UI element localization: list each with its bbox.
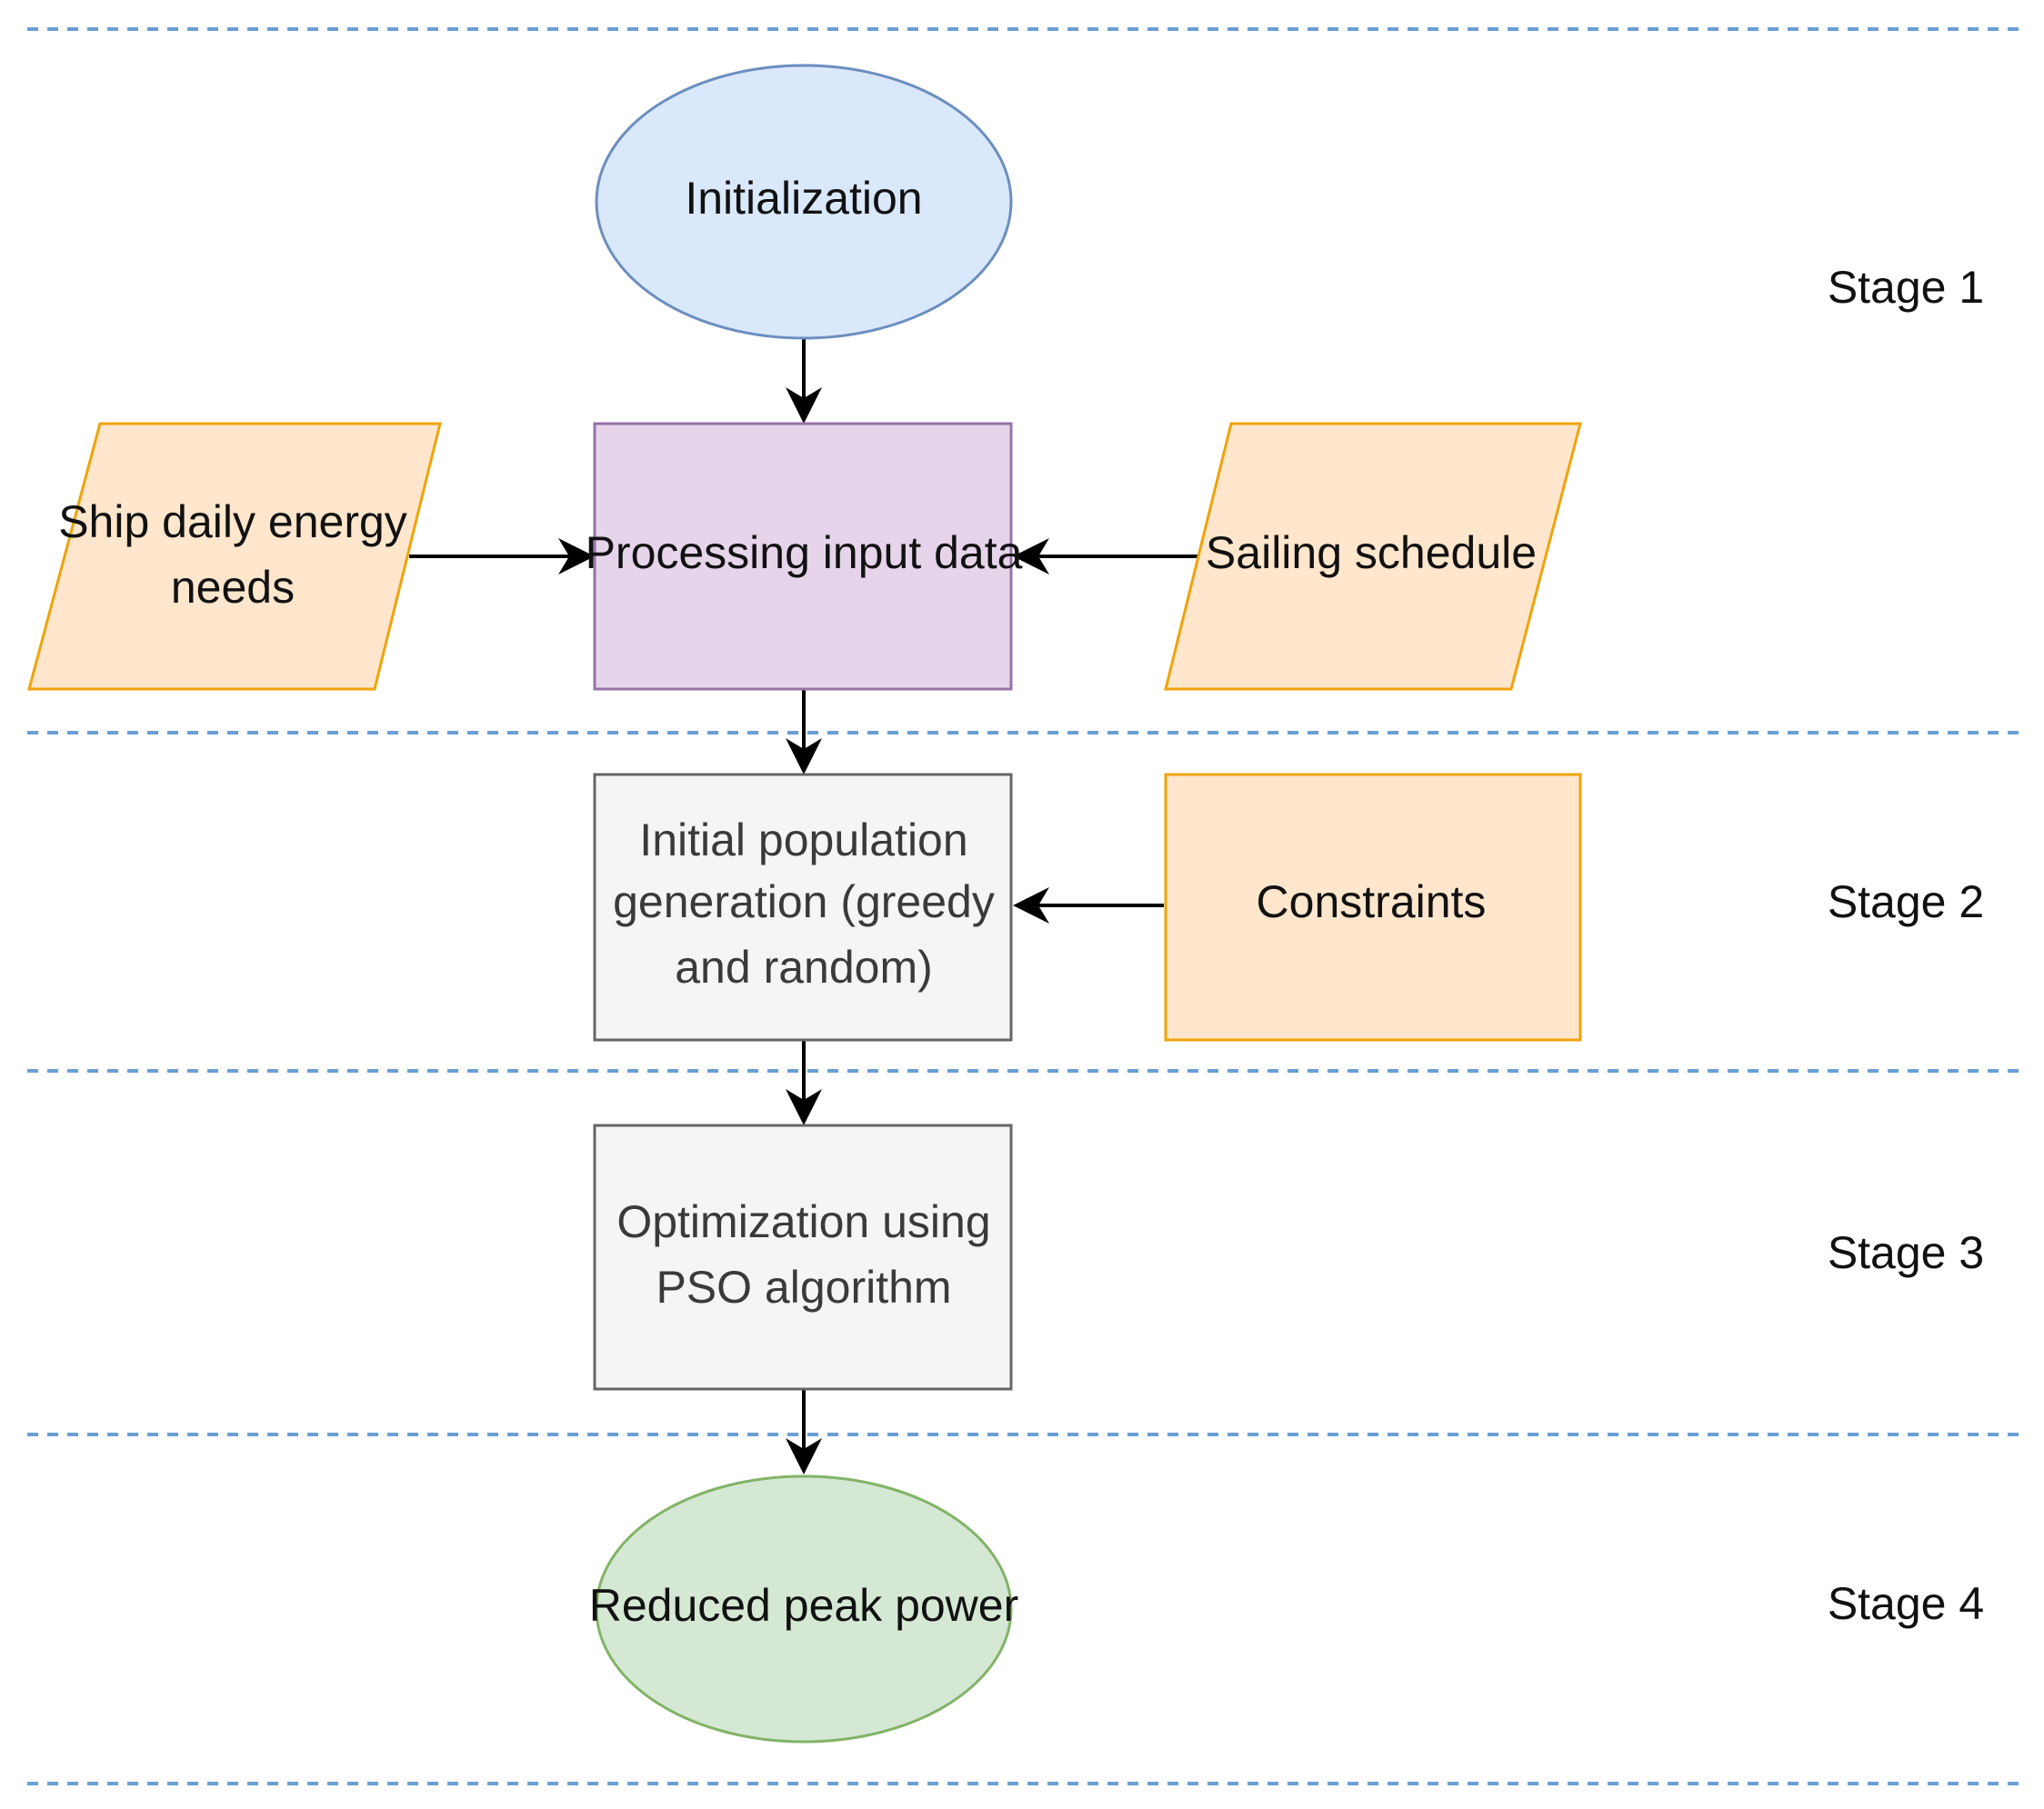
node-ship-daily-energy-needs: Ship daily energy needs [27, 422, 442, 691]
constraints-label: Constraints [1257, 876, 1487, 927]
ship-daily-energy-needs-label-line-2: needs [171, 562, 295, 613]
initial-population-generation-shape [593, 773, 1013, 1042]
sailing-schedule-shape [1164, 422, 1582, 691]
optimization-pso-shape [593, 1124, 1013, 1391]
initialization-label: Initialization [685, 173, 922, 224]
node-initialization: Initialization [595, 64, 1013, 340]
initial-population-generation-label-line-3: and random) [675, 942, 933, 993]
node-initial-population-generation: Initial population generation (greedy an… [593, 773, 1013, 1042]
optimization-pso-label-line-1: Optimization using [616, 1196, 990, 1247]
initialization-shape [595, 64, 1013, 340]
node-sailing-schedule: Sailing schedule [1164, 422, 1582, 691]
reduced-peak-power-shape [595, 1474, 1013, 1744]
ship-daily-energy-needs-shape [27, 422, 442, 691]
reduced-peak-power-label: Reduced peak power [589, 1580, 1019, 1631]
stage-label-2: Stage 2 [1828, 876, 1984, 927]
processing-input-data-shape [593, 422, 1013, 691]
ship-daily-energy-needs-label-line-1: Ship daily energy [58, 496, 407, 547]
stage-label-4: Stage 4 [1828, 1578, 1984, 1629]
sailing-schedule-label: Sailing schedule [1206, 527, 1537, 578]
initial-population-generation-label-line-1: Initial population [639, 815, 967, 865]
optimization-pso-label-line-2: PSO algorithm [656, 1262, 951, 1313]
node-reduced-peak-power: Reduced peak power [589, 1474, 1019, 1744]
node-optimization-pso: Optimization using PSO algorithm [593, 1124, 1013, 1391]
node-processing-input-data: Processing input data [586, 422, 1023, 691]
node-constraints: Constraints [1164, 773, 1582, 1042]
stage-label-1: Stage 1 [1828, 262, 1984, 313]
constraints-shape [1164, 773, 1582, 1042]
stage-label-3: Stage 3 [1828, 1227, 1984, 1278]
processing-input-data-label: Processing input data [586, 527, 1023, 578]
initial-population-generation-label-line-2: generation (greedy [613, 876, 995, 927]
